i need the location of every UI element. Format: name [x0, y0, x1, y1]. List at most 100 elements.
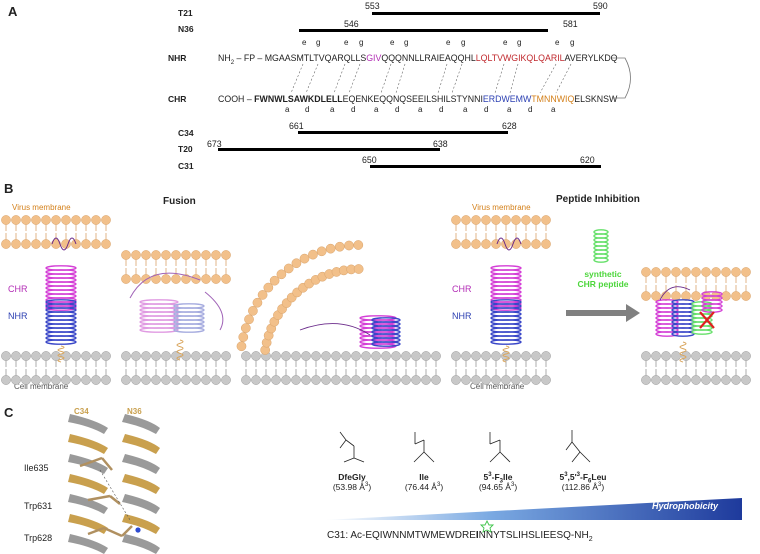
heptad-letter: d: [395, 105, 400, 114]
cell-membrane-head: [641, 351, 651, 361]
cell-membrane-head: [1, 375, 11, 385]
cell-membrane-head: [251, 375, 261, 385]
virus-membrane-head: [501, 215, 511, 225]
cell-membrane-head: [321, 375, 331, 385]
heptad-letter: g: [517, 38, 522, 47]
cell-membrane-head: [481, 375, 491, 385]
nhr-coil: [45, 339, 77, 345]
virus-membrane-head: [531, 215, 541, 225]
cell-membrane-head: [491, 351, 501, 361]
virus-membrane-head: [481, 239, 491, 249]
fusion-loop: [51, 237, 77, 251]
virus-membrane-head: [721, 267, 731, 277]
cell-membrane-head: [161, 375, 171, 385]
virus-membrane-head: [211, 250, 221, 260]
cell-membrane-head: [711, 351, 721, 361]
residue-stick: [87, 526, 105, 536]
cell-membrane-head: [41, 375, 51, 385]
cell-membrane-head: [481, 351, 491, 361]
cell-membrane-head: [721, 375, 731, 385]
cell-membrane-label-2: Cell membrane: [470, 382, 525, 391]
heptad-letter: d: [305, 105, 310, 114]
virus-membrane-head: [161, 274, 171, 284]
residue-ile635: Ile635: [24, 463, 49, 473]
molecule-bond: [565, 441, 573, 451]
cell-membrane-head: [71, 375, 81, 385]
molecule-f6leu-name: 53,5'3-F6Leu: [559, 472, 607, 485]
cell-membrane-label-1: Cell membrane: [14, 382, 69, 391]
cell-membrane-head: [511, 351, 521, 361]
fusion-loop: [659, 286, 691, 301]
virus-membrane-head: [276, 269, 287, 280]
virus-membrane-head: [308, 249, 318, 260]
cell-membrane-head: [51, 351, 61, 361]
cell-membrane-head: [21, 375, 31, 385]
virus-membrane-head: [731, 267, 741, 277]
virus-membrane-head: [191, 250, 201, 260]
cell-membrane-head: [681, 375, 691, 385]
residue-stick: [87, 494, 111, 502]
cell-membrane-head: [101, 375, 111, 385]
cell-membrane-head: [391, 375, 401, 385]
virus-membrane-head: [11, 215, 21, 225]
virus-membrane-head: [541, 215, 551, 225]
virus-membrane-head: [491, 215, 501, 225]
nhr-prefix: NH: [218, 53, 231, 63]
virus-membrane-head: [731, 291, 741, 301]
virus-membrane-head: [263, 282, 274, 293]
c31-post: NNYTSLIHSLIEESQ-NH: [478, 530, 589, 541]
residue-stick: [101, 457, 113, 471]
cell-membrane-head: [261, 375, 271, 385]
virus-membrane-head: [651, 291, 661, 301]
cell-membrane-head: [341, 351, 351, 361]
molecule-dfegly-volume: (53.98 Å3): [332, 482, 372, 492]
cell-membrane-head: [301, 375, 311, 385]
cell-membrane-head: [161, 351, 171, 361]
molecule-bond: [571, 441, 581, 453]
chr-coil: [655, 331, 679, 337]
fusion-loop: [299, 323, 371, 336]
cell-membrane-head: [401, 351, 411, 361]
chr-seg-end: ELSKNSW: [574, 94, 618, 104]
nhr-seg-pink: GIV: [366, 53, 382, 63]
cell-membrane-head: [471, 351, 481, 361]
cell-membrane-head: [371, 375, 381, 385]
cell-membrane-head: [461, 351, 471, 361]
virus-membrane-head: [541, 239, 551, 249]
cell-membrane-head: [511, 375, 521, 385]
virus-membrane-head: [201, 250, 211, 260]
peptide-c34-end: 628: [502, 121, 517, 131]
virus-membrane-head: [131, 274, 141, 284]
cell-membrane-head: [61, 375, 71, 385]
cell-membrane-head: [501, 375, 511, 385]
synthetic-peptide-coil: [593, 257, 609, 263]
cell-membrane-head: [221, 351, 231, 361]
virus-membrane-head: [701, 267, 711, 277]
virus-membrane-head: [181, 274, 191, 284]
cell-membrane-head: [731, 375, 741, 385]
virus-membrane-head: [61, 215, 71, 225]
synthetic-label-1: synthetic: [584, 269, 622, 279]
panel-a-letter: A: [8, 4, 18, 19]
virus-membrane-head: [681, 267, 691, 277]
cell-membrane-head: [71, 351, 81, 361]
cell-membrane-head: [361, 351, 371, 361]
peptide-t20-start: 673: [207, 139, 222, 149]
cell-membrane-head: [151, 351, 161, 361]
virus-membrane-head: [269, 275, 280, 286]
virus-membrane-head: [221, 250, 231, 260]
virus-membrane-head: [31, 239, 41, 249]
cell-membrane-head: [731, 351, 741, 361]
mutation-star-icon: [479, 519, 495, 533]
c34-helix-ribbon: [68, 434, 108, 454]
virus-membrane-head: [171, 274, 181, 284]
virus-membrane-head: [252, 297, 263, 308]
cell-membrane-head: [151, 375, 161, 385]
cell-membrane-head: [371, 351, 381, 361]
heptad-letter: e: [446, 38, 451, 47]
cell-membrane-head: [391, 351, 401, 361]
nhr-seg-mid: QQQNNLLRAIEAQQHL: [381, 53, 476, 63]
cell-membrane-head: [181, 375, 191, 385]
cell-membrane-head: [711, 375, 721, 385]
molecule-bond: [423, 451, 435, 463]
